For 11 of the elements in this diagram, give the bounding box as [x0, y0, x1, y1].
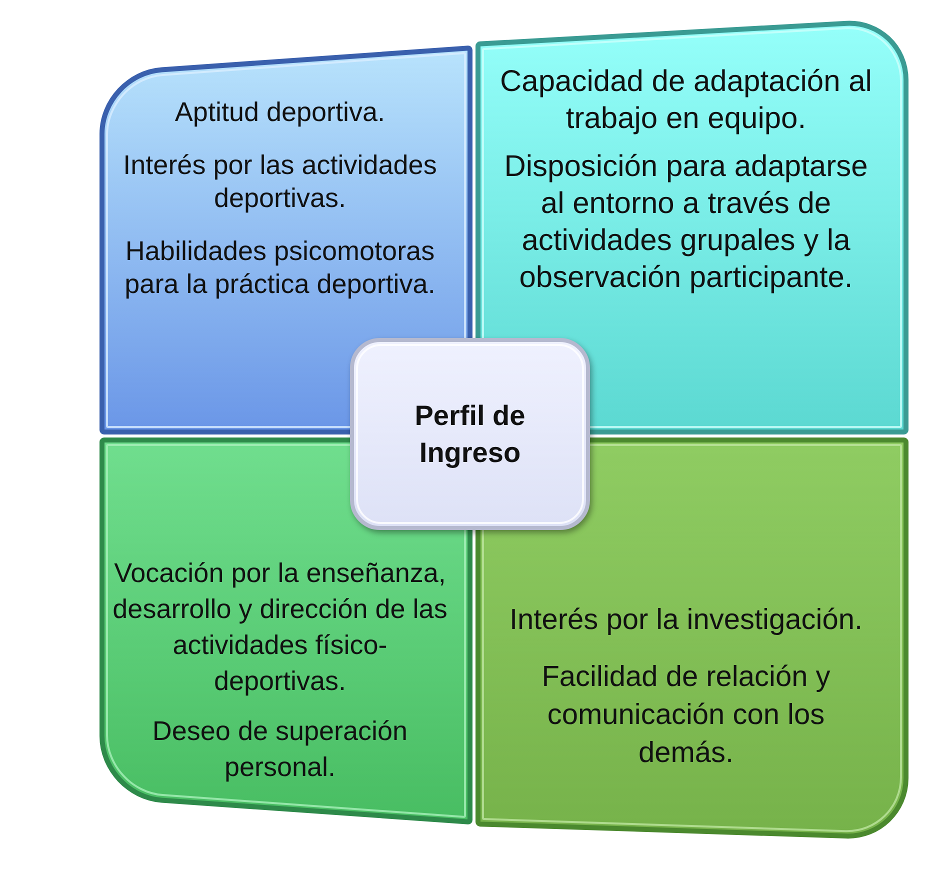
- panel-text: Interés por las actividades deportivas.: [122, 149, 438, 215]
- panel-text: Facilidad de relación y comunicación con los demás.: [540, 660, 832, 771]
- panel-text: Aptitud deportiva.: [174, 96, 386, 129]
- center-box: [348, 336, 592, 532]
- panel-text: Capacidad de adaptación al trabajo en equipo.: [499, 64, 873, 137]
- center-title: Perfil de Ingreso: [414, 399, 526, 470]
- panel-text: Interés por la investigación.: [509, 603, 863, 638]
- panel-text: Deseo de superación personal.: [151, 715, 409, 784]
- panel-text: Vocación por la enseñanza, desarrollo y dirección de las actividades físico-deportivas.: [112, 557, 448, 698]
- panel-text: Habilidades psicomotoras para la práctica deportiva.: [124, 235, 436, 301]
- panel-text: Disposición para adaptarse al entorno a través de actividades grupales y la observación participante.: [503, 149, 869, 296]
